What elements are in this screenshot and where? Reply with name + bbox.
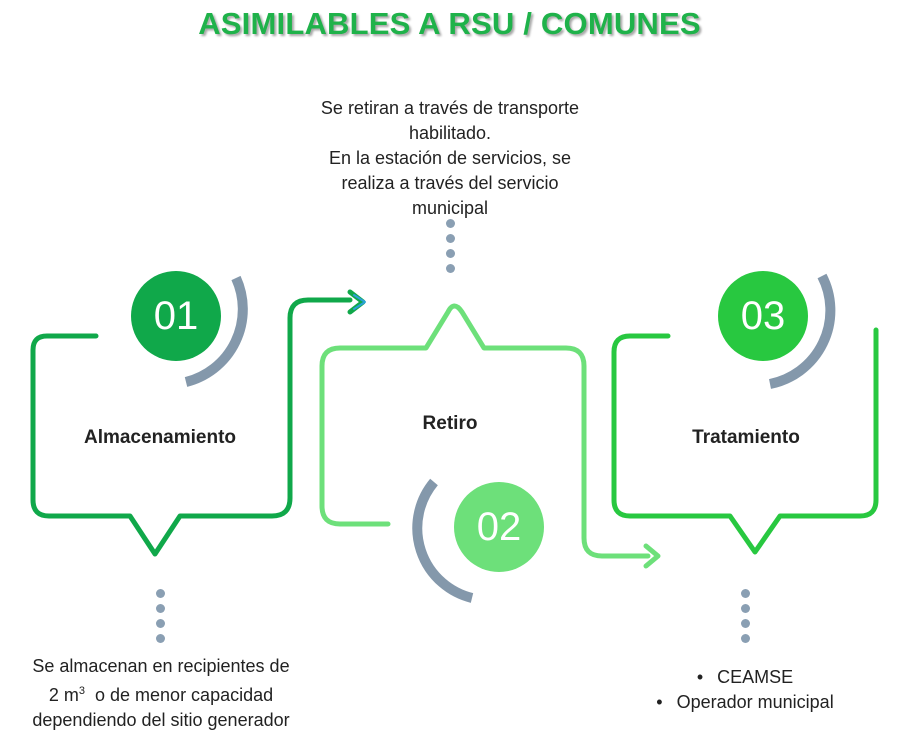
list-item: Operador municipal bbox=[610, 690, 880, 715]
dots-almacenamiento bbox=[154, 589, 166, 649]
step-01-number: 01 bbox=[131, 271, 221, 361]
step-03-label: Tratamiento bbox=[692, 427, 800, 448]
step-01-label: Almacenamiento bbox=[83, 427, 237, 448]
step-03-number: 03 bbox=[718, 271, 808, 361]
retiro-description: Se retiran a través de transporte habili… bbox=[320, 98, 580, 218]
step-02-number: 02 bbox=[454, 482, 544, 572]
arrow-02-to-03 bbox=[643, 543, 661, 569]
arrow-01-to-02 bbox=[347, 289, 366, 315]
diagram-title: ASIMILABLES A RSU / COMUNES bbox=[198, 6, 701, 41]
step-02-outline bbox=[319, 303, 651, 559]
dots-tratamiento bbox=[739, 589, 751, 649]
arc-01 bbox=[184, 275, 248, 387]
arc-02 bbox=[412, 478, 474, 603]
step-02-label: Retiro bbox=[422, 413, 478, 434]
step-03-outline bbox=[611, 327, 879, 555]
dots-retiro bbox=[444, 219, 456, 279]
almacenamiento-description: Se almacenan en recipientes de 2 m3 o de… bbox=[32, 656, 290, 730]
tratamiento-description: CEAMSE Operador municipal bbox=[610, 665, 880, 715]
list-item: CEAMSE bbox=[610, 665, 880, 690]
step-01-outline bbox=[30, 297, 353, 557]
arc-03 bbox=[768, 273, 836, 389]
